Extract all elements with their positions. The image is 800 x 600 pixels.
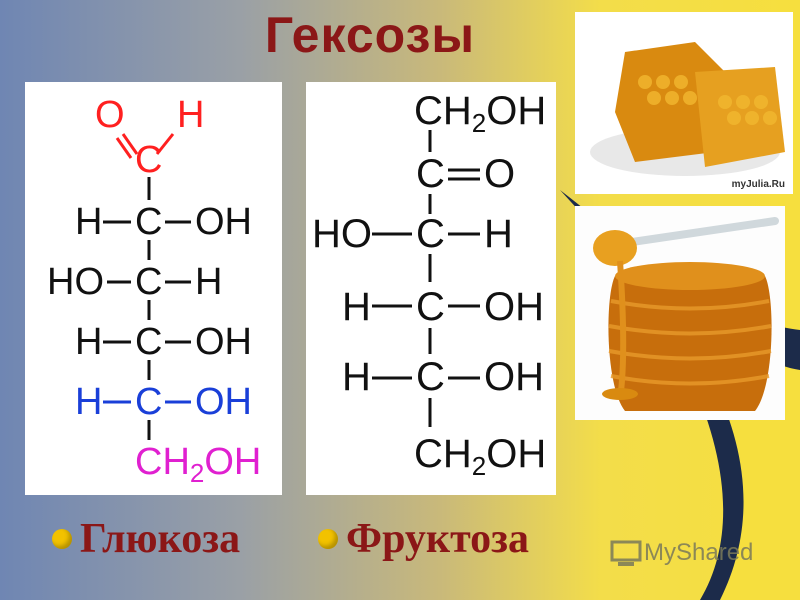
fructose-c3-right: H: [484, 212, 513, 256]
fructose-c4: C: [416, 285, 445, 329]
fructose-c3-left: HO: [312, 212, 372, 256]
glucose-c5-left: H: [75, 381, 102, 423]
glucose-c4-right: OH: [195, 321, 252, 363]
slide-title: Гексозы: [264, 7, 476, 63]
fructose-c5-left: H: [342, 355, 371, 399]
logo-icon: [610, 540, 642, 566]
fructose-structure-panel: CH2OH C O HO C H H C OH H C OH CH2OH: [306, 82, 556, 495]
double-bond-line: [121, 133, 139, 155]
fructose-c4-left: H: [342, 285, 371, 329]
glucose-c1: C: [135, 139, 162, 181]
glucose-c2-right: OH: [195, 201, 252, 243]
fructose-c5: C: [416, 355, 445, 399]
glucose-label: Глюкоза: [80, 516, 241, 562]
logo-text: MyShared: [644, 539, 754, 566]
fructose-c3: C: [416, 212, 445, 256]
glucose-c2: C: [135, 201, 162, 243]
bullet-icon: [318, 529, 338, 549]
honey-jar-icon: [575, 206, 785, 420]
myshared-logo[interactable]: MyShared: [610, 538, 753, 568]
glucose-o: O: [95, 94, 125, 136]
fructose-c6: CH2OH: [414, 432, 546, 481]
fructose-c2: C: [416, 152, 445, 196]
glucose-caption: Глюкоза: [52, 515, 240, 563]
glucose-c2-left: H: [75, 201, 102, 243]
fructose-c1: CH2OH: [414, 89, 546, 138]
glucose-c5-right: OH: [195, 381, 252, 423]
glucose-c6: CH2OH: [135, 441, 261, 488]
glucose-c3-right: H: [195, 261, 222, 303]
glucose-structure-panel: O H C H C OH HO C H H C OH H C OH C: [25, 82, 282, 495]
glucose-structure: O H C H C OH HO C H H C OH H C OH C: [47, 94, 261, 488]
glucose-c3: C: [135, 261, 162, 303]
glucose-c4: C: [135, 321, 162, 363]
glucose-c4-left: H: [75, 321, 102, 363]
bullet-icon: [52, 529, 72, 549]
photo-watermark: myJulia.Ru: [731, 179, 785, 190]
fructose-c4-right: OH: [484, 285, 544, 329]
fructose-c5-right: OH: [484, 355, 544, 399]
fructose-caption: Фруктоза: [318, 515, 529, 563]
glucose-c3-left: HO: [47, 261, 104, 303]
fructose-label: Фруктоза: [346, 516, 530, 562]
glucose-h: H: [177, 94, 204, 136]
fructose-c2-o: O: [484, 152, 515, 196]
honey-jar-photo: [575, 206, 785, 420]
honeycomb-icon: [590, 42, 785, 176]
fructose-structure: CH2OH C O HO C H H C OH H C OH CH2OH: [312, 89, 546, 481]
glucose-c5: C: [135, 381, 162, 423]
double-bond-line: [115, 137, 133, 159]
honeycomb-photo: myJulia.Ru: [575, 12, 793, 194]
bond-line: [155, 133, 175, 155]
